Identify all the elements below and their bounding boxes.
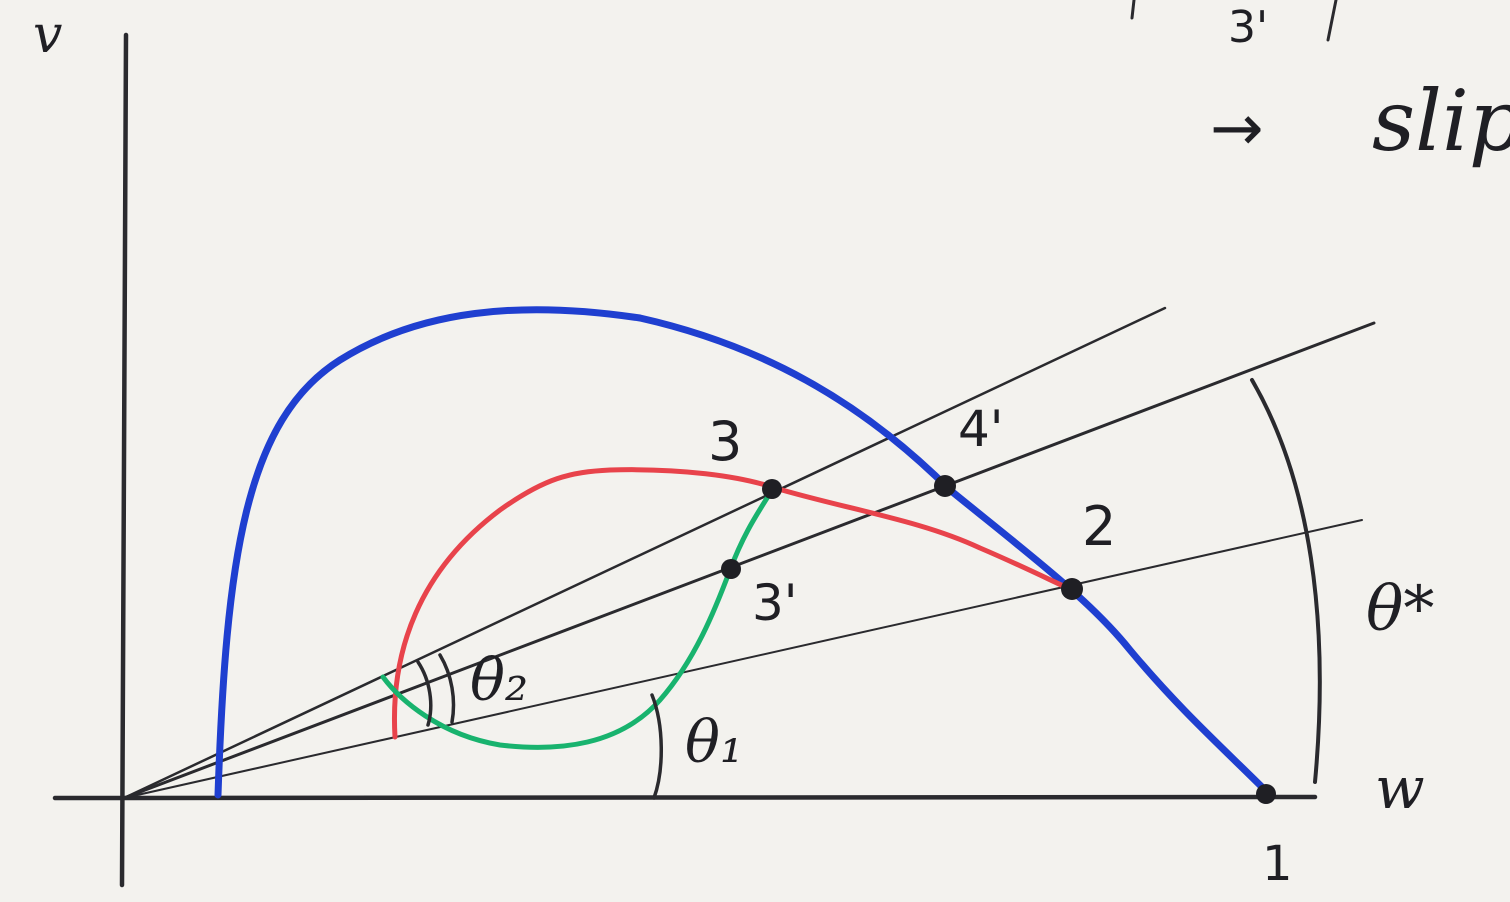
x-axis-label: w: [1375, 754, 1425, 822]
label-theta-2: θ₂: [470, 646, 528, 714]
point-4-prime-dot: [934, 475, 956, 497]
label-point-3: 3: [708, 410, 742, 473]
arc-theta-2-b: [438, 653, 456, 724]
note-top-partial: 3': [1228, 2, 1268, 53]
label-point-3-prime: 3': [752, 574, 798, 632]
note-top-stroke-left: [1130, 0, 1136, 20]
label-theta-star: θ*: [1366, 572, 1434, 645]
blue-curve: [214, 306, 1272, 799]
point-3-dot: [762, 479, 782, 499]
note-top-stroke-right: [1326, 0, 1338, 42]
ray-theta-2: [122, 306, 1167, 800]
point-3-prime-dot: [721, 559, 741, 579]
ray-theta-1: [123, 519, 1363, 799]
note-arrow: →: [1210, 92, 1264, 166]
y-axis: [119, 32, 129, 888]
label-theta-1: θ₁: [685, 708, 743, 776]
arc-theta-1: [650, 693, 664, 800]
ray-theta-star: [122, 321, 1376, 800]
red-curve: [391, 467, 1075, 740]
label-point-2: 2: [1082, 495, 1116, 558]
arc-theta-star: [1250, 378, 1322, 784]
arc-theta-2-a: [416, 660, 433, 727]
x-axis: [52, 794, 1318, 801]
x-tick-label: 1: [1262, 836, 1293, 892]
point-1-dot: [1256, 784, 1276, 804]
note-slip-text: slip: [1372, 72, 1510, 170]
y-axis-label: v: [33, 5, 62, 65]
point-2-dot: [1061, 578, 1083, 600]
label-point-4-prime: 4': [958, 400, 1004, 458]
